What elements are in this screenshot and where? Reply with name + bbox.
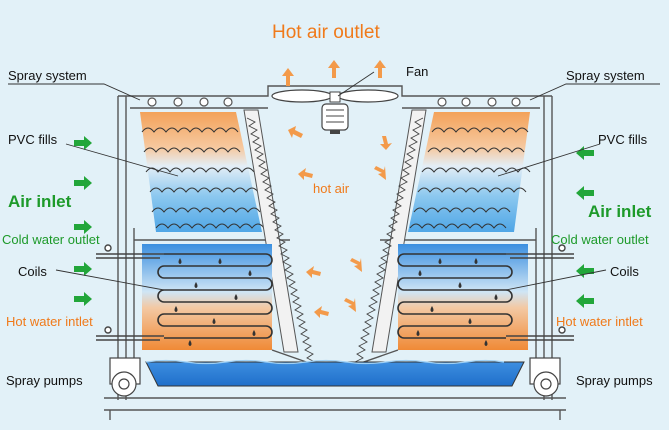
- water-basin: [145, 359, 525, 387]
- coil-section-right: [397, 244, 528, 350]
- fan: [271, 89, 399, 134]
- spray-system-label-left: Spray system: [8, 68, 87, 83]
- spray-system-nozzles: [147, 97, 521, 107]
- air-inlet-arrows: [74, 136, 594, 308]
- spray-pumps-label-left: Spray pumps: [6, 373, 83, 388]
- pvc-fills-label-right: PVC fills: [598, 132, 648, 147]
- coil-section-left: [142, 244, 273, 350]
- water-drops: [174, 258, 498, 346]
- leader-lines: [8, 71, 660, 291]
- pvc-fill-right: [408, 112, 531, 232]
- hot-water-inlet-label-right: Hot water intlet: [556, 314, 643, 329]
- air-inlet-label-left: Air inlet: [8, 192, 72, 211]
- fan-label: Fan: [406, 64, 429, 79]
- coils-label-right: Coils: [610, 264, 639, 279]
- hot-water-inlet-label-left: Hot water intlet: [6, 314, 93, 329]
- pvc-fills-label-left: PVC fills: [8, 132, 58, 147]
- cold-water-outlet-label-right: Cold water outlet: [551, 232, 649, 247]
- hot-air-label: hot air: [313, 181, 350, 196]
- spray-pumps-label-right: Spray pumps: [576, 373, 653, 388]
- pvc-fill-left: [140, 112, 265, 232]
- spray-pump-left: [109, 357, 141, 397]
- coils-label-left: Coils: [18, 264, 47, 279]
- spray-pump-right: [529, 357, 561, 397]
- spray-system-label-right: Spray system: [566, 68, 645, 83]
- cold-water-outlet-label-left: Cold water outlet: [2, 232, 100, 247]
- hot-air-arrows: [282, 60, 392, 318]
- water-pipes: [96, 244, 574, 341]
- air-inlet-label-right: Air inlet: [588, 202, 652, 221]
- diagram-title: Hot air outlet: [272, 22, 380, 43]
